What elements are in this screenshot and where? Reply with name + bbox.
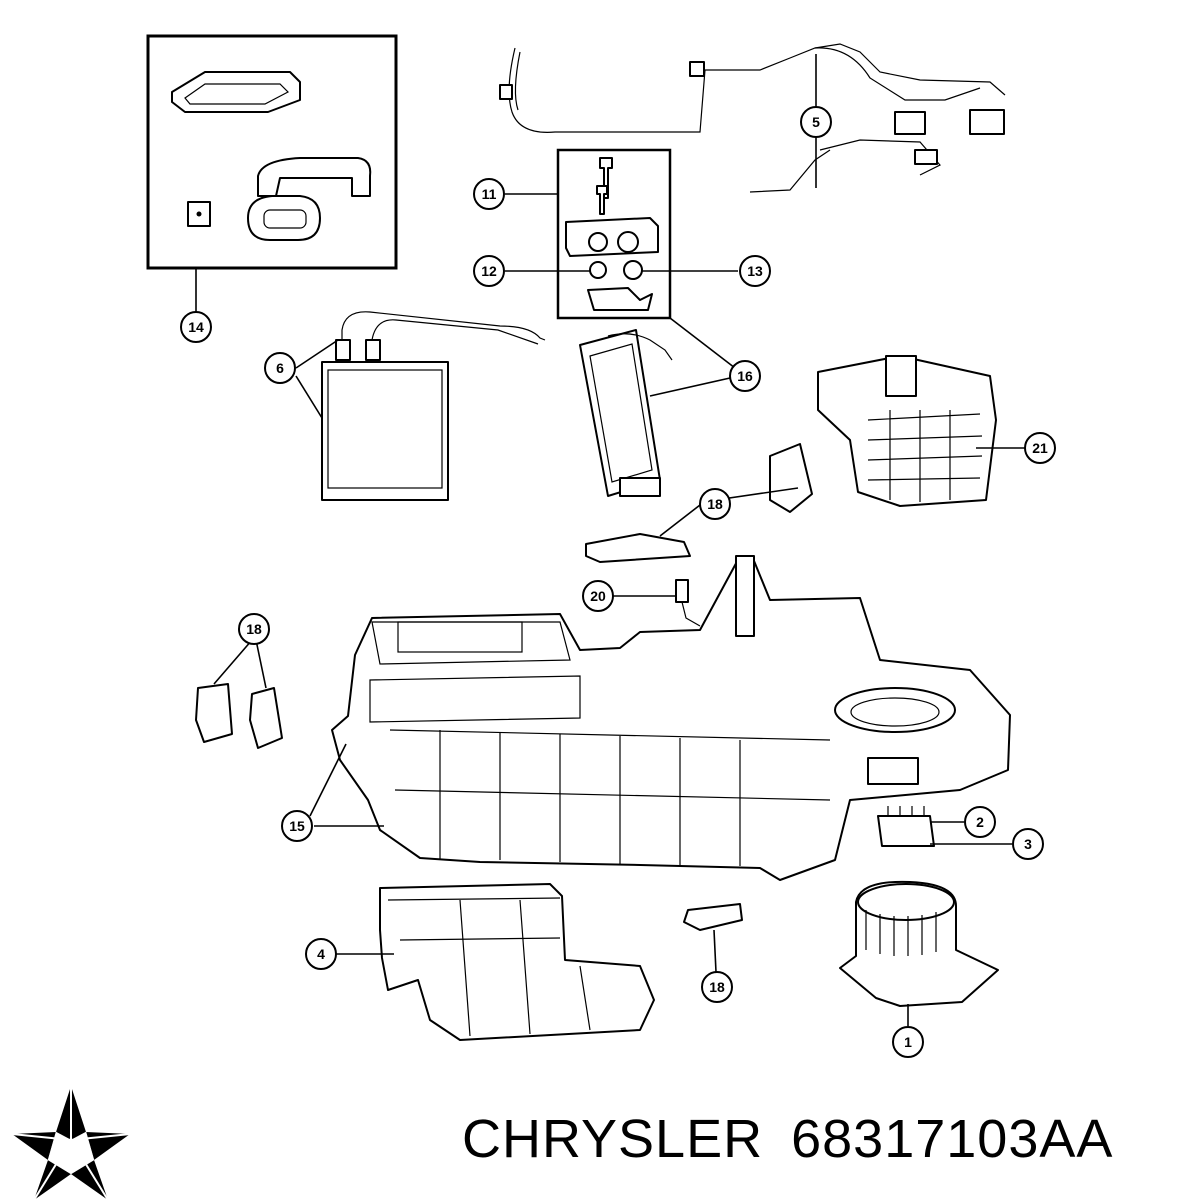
part-number: 68317103AA (791, 1109, 1114, 1169)
callout-11: 11 (473, 178, 505, 210)
callout-20: 20 (582, 580, 614, 612)
svg-text:5: 5 (812, 114, 820, 130)
callout-15: 15 (281, 810, 313, 842)
svg-text:6: 6 (276, 360, 284, 376)
callout-12: 12 (473, 255, 505, 287)
callout-18-lower: 18 (701, 971, 733, 1003)
callout-18-upper: 18 (699, 488, 731, 520)
svg-text:1: 1 (904, 1034, 912, 1050)
blower-housing-upper (817, 355, 997, 507)
callout-1: 1 (892, 1026, 924, 1058)
mode-door-actuator-upper (769, 443, 813, 513)
callout-5: 5 (800, 106, 832, 138)
callout-2: 2 (964, 806, 996, 838)
callout-3: 3 (1012, 828, 1044, 860)
svg-text:3: 3 (1024, 836, 1032, 852)
svg-text:18: 18 (707, 496, 723, 512)
callout-13: 13 (739, 255, 771, 287)
mode-door-actuator-left (195, 683, 283, 749)
svg-text:18: 18 (709, 979, 725, 995)
mode-door-actuator-mid (585, 533, 691, 563)
lower-housing (379, 883, 655, 1041)
brand-name: CHRYSLER (462, 1109, 764, 1169)
svg-text:21: 21 (1032, 440, 1048, 456)
callout-16: 16 (729, 360, 761, 392)
svg-text:11: 11 (482, 186, 497, 202)
svg-text:2: 2 (976, 814, 984, 830)
svg-text:16: 16 (737, 368, 753, 384)
heater-core (321, 311, 546, 501)
brand-part-number: CHRYSLER 68317103AA (462, 1108, 1192, 1178)
svg-text:14: 14 (188, 319, 204, 335)
callout-6: 6 (264, 352, 296, 384)
hvac-housing (331, 555, 1011, 881)
callout-21: 21 (1024, 432, 1056, 464)
svg-text:20: 20 (590, 588, 606, 604)
svg-text:18: 18 (246, 621, 262, 637)
chrysler-pentastar-icon (11, 1086, 131, 1200)
callout-4: 4 (305, 938, 337, 970)
blower-resistor (877, 806, 935, 847)
svg-text:15: 15 (289, 818, 305, 834)
svg-text:12: 12 (481, 263, 497, 279)
temperature-sensor (675, 579, 701, 627)
svg-text:13: 13 (747, 263, 763, 279)
seal-kit-box (146, 34, 398, 270)
evaporator (579, 329, 673, 497)
callout-14: 14 (180, 311, 212, 343)
expansion-valve-box (556, 148, 672, 320)
blower-cap-actuator (683, 903, 743, 931)
wiring-harness (499, 43, 1006, 193)
svg-text:4: 4 (317, 946, 325, 962)
callout-18-left: 18 (238, 613, 270, 645)
blower-motor (839, 880, 999, 1007)
